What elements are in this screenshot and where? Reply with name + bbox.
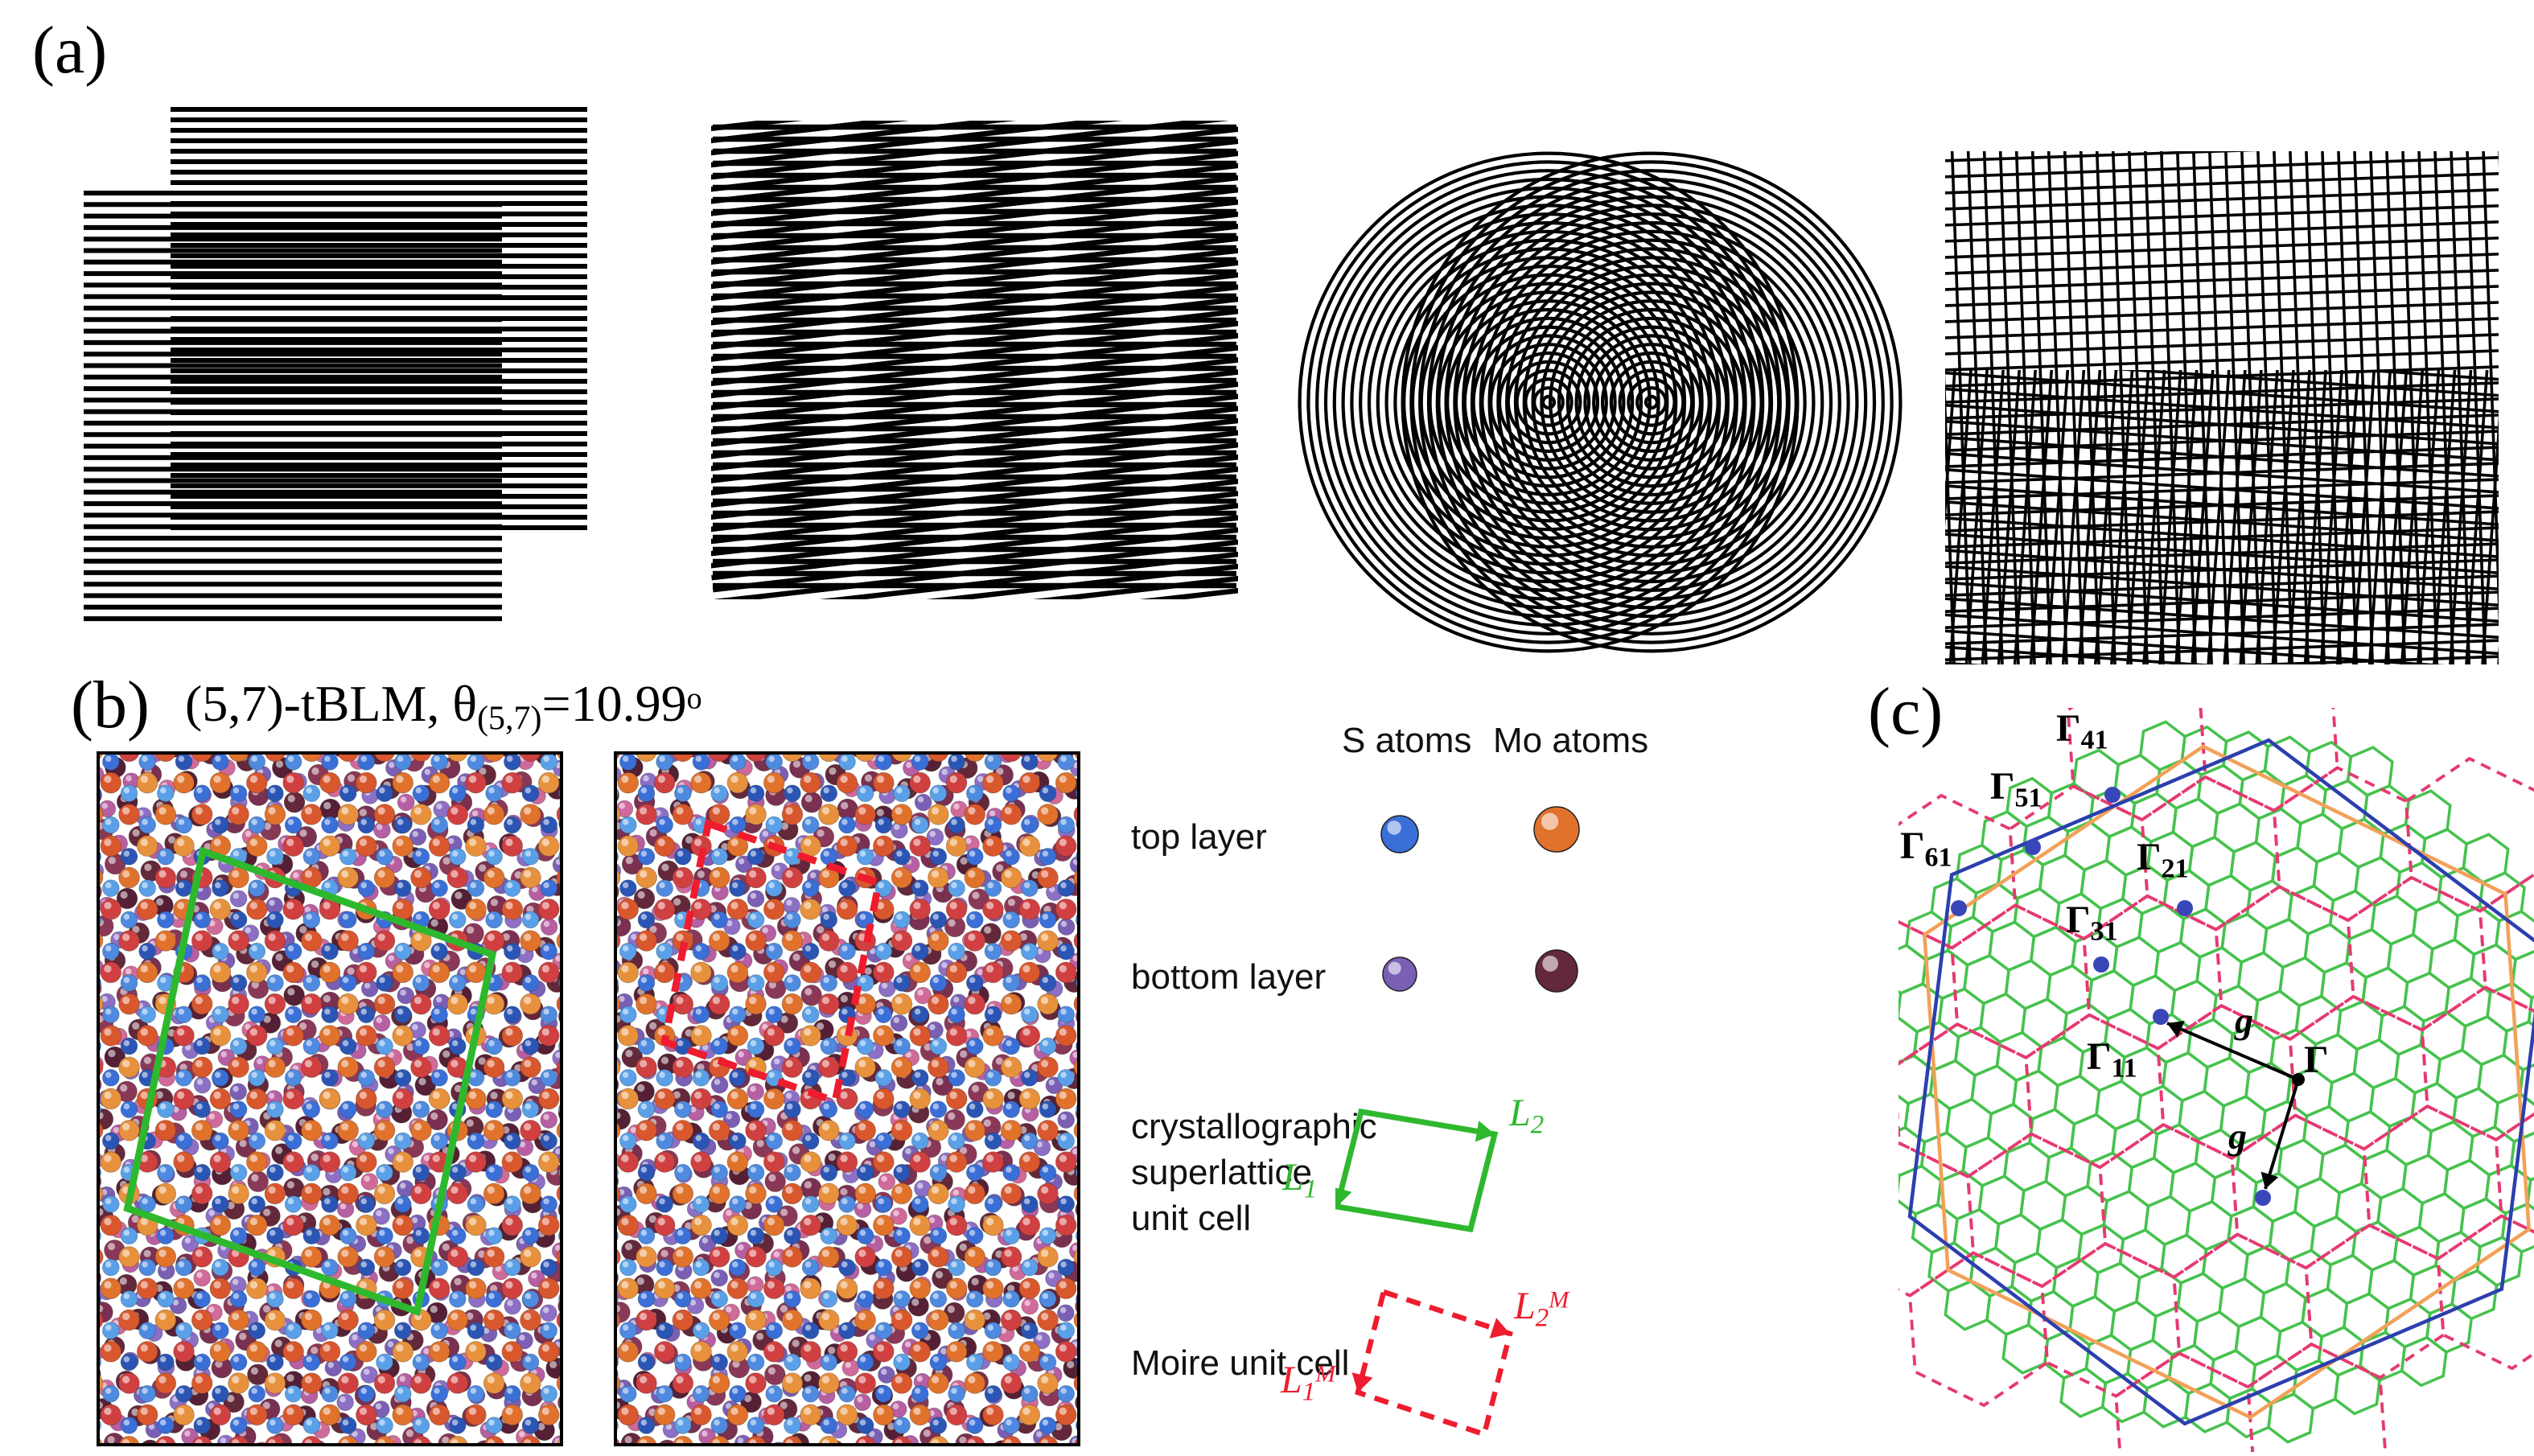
bz-label-gamma51: Γ51 xyxy=(1990,765,2042,813)
label-L1M: L1M xyxy=(1281,1359,1336,1407)
atomic-structure-moire-cell xyxy=(614,751,1080,1446)
label-L2: L2 xyxy=(1509,1092,1545,1140)
legend-atom-spheres xyxy=(1380,806,1580,993)
bz-label-gamma61: Γ61 xyxy=(1900,825,1952,873)
legend-top-layer-label: top layer xyxy=(1131,817,1267,857)
legend-moire-cell-shape xyxy=(1351,1288,1513,1438)
title-sup: o xyxy=(686,681,702,716)
title-theta: θ xyxy=(452,675,478,732)
label-L2M: L2M xyxy=(1514,1285,1569,1333)
label-L1: L1 xyxy=(1282,1156,1318,1204)
title-theta-sub: (5,7) xyxy=(477,700,542,738)
bz-label-gamma41: Γ41 xyxy=(2056,707,2108,755)
legend-moire-cell-label: Moire unit cell xyxy=(1131,1343,1350,1383)
atomic-structure-crystallographic-cell xyxy=(97,751,563,1446)
legend-s-atoms-header: S atoms xyxy=(1342,721,1472,760)
panel-b-label: (b) xyxy=(71,668,150,742)
panel-c-label: (c) xyxy=(1868,674,1944,749)
legend-mo-atoms-header: Mo atoms xyxy=(1493,721,1649,760)
bz-label-gamma11: Γ11 xyxy=(2087,1035,2137,1084)
moire-grids-pattern xyxy=(1945,151,2499,664)
bz-label-gamma: Γ xyxy=(2304,1039,2329,1081)
legend-crystallographic-cell-label: crystallographic superlattice unit cell xyxy=(1131,1107,1377,1239)
moire-rotated-lines-pattern xyxy=(711,121,1238,599)
bz-label-g-vector-2: g xyxy=(2228,1116,2247,1157)
legend-crystallographic-cell-shape xyxy=(1335,1108,1499,1232)
bz-label-gamma21: Γ21 xyxy=(2137,836,2189,884)
moire-parallel-lines-pattern xyxy=(84,107,587,622)
title-prefix: (5,7)-tBLM, xyxy=(185,675,453,732)
title-value: =10.99 xyxy=(541,675,687,732)
moire-concentric-circles-pattern xyxy=(1298,151,1903,653)
bz-label-gamma31: Γ31 xyxy=(2066,899,2118,947)
brillouin-zone-diagram xyxy=(1898,708,2534,1452)
panel-b-title: (5,7)-tBLM, θ(5,7)=10.99o xyxy=(185,674,702,738)
bz-label-g-vector-1: g xyxy=(2235,1000,2253,1041)
panel-a-label: (a) xyxy=(32,13,108,88)
legend-bottom-layer-label: bottom layer xyxy=(1131,957,1327,997)
